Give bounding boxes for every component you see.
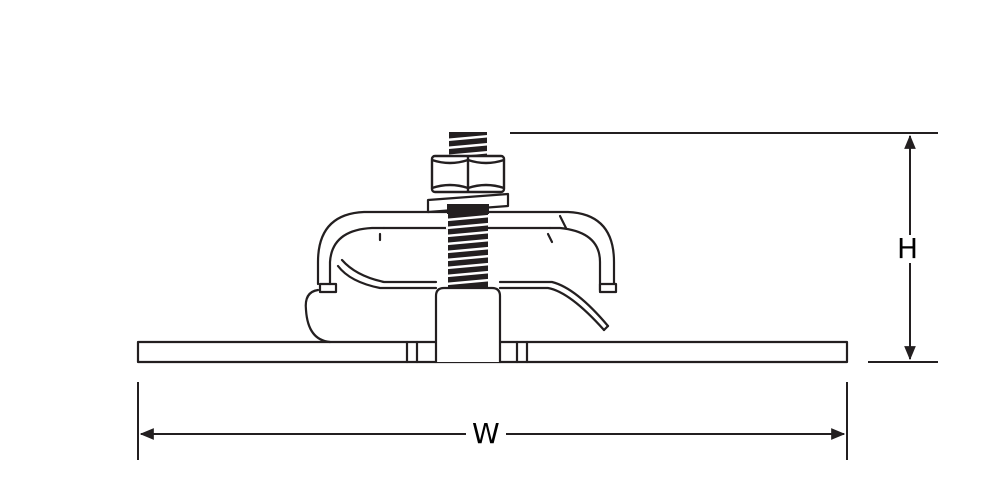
base-tabs: [405, 340, 529, 364]
c-bracket-inner-left: [328, 226, 386, 286]
left-foot-pad: [318, 282, 338, 294]
left-hook-foot: [304, 288, 332, 344]
c-bracket-inner-right: [548, 226, 602, 292]
width-label: W: [466, 420, 506, 448]
hex-nut: [430, 154, 506, 194]
support-post: [434, 286, 502, 364]
threaded-rod-lower: [445, 214, 491, 288]
height-label: H: [891, 235, 925, 263]
right-foot-pad: [598, 282, 618, 294]
spring-strap: [336, 258, 610, 332]
rod-under-washer: [447, 204, 489, 214]
threaded-rod-top: [445, 132, 491, 158]
